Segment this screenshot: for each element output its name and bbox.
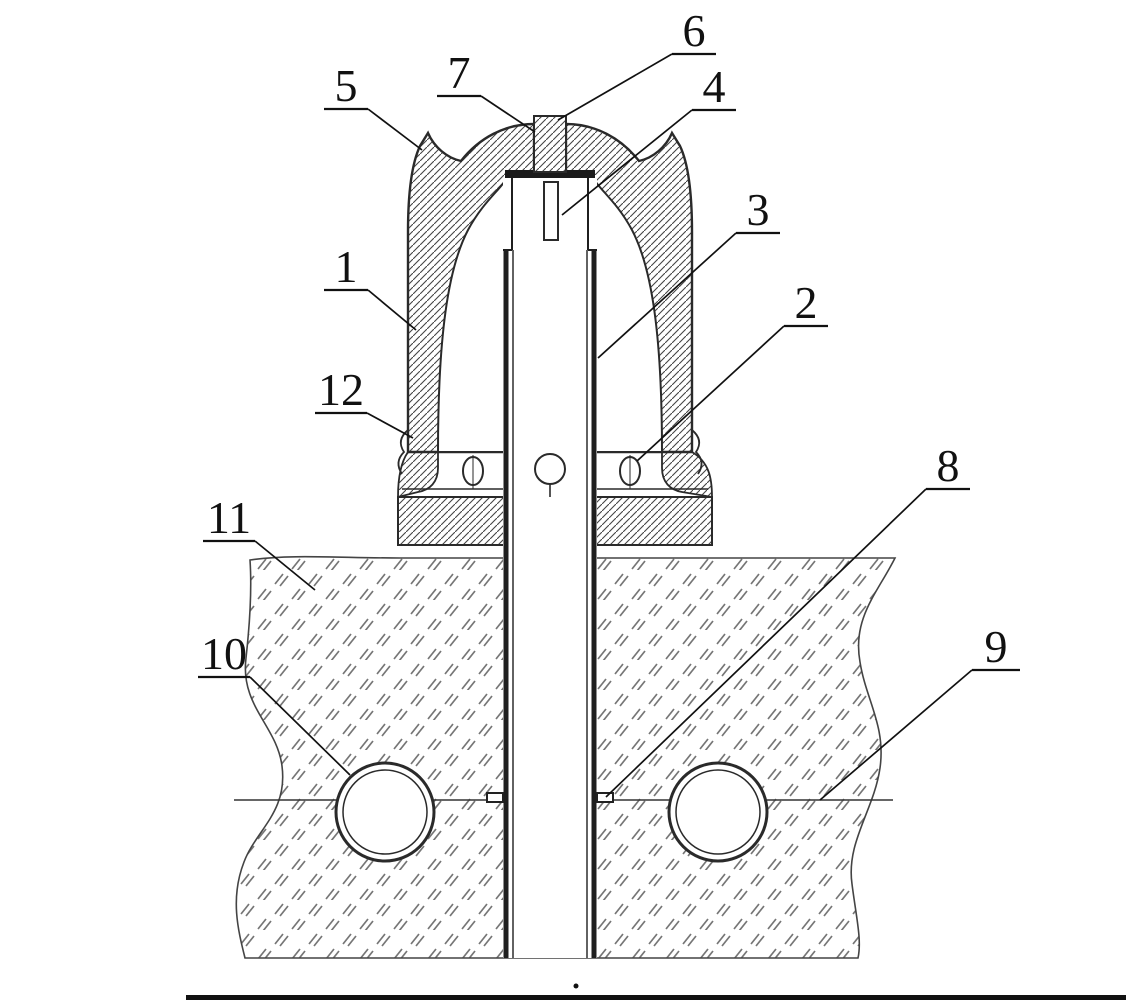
center-pipe [503, 178, 597, 958]
right-groove-notch [691, 429, 703, 475]
right-pipe-circle [667, 761, 769, 863]
callout-label-10: 10 [201, 628, 247, 679]
bottom-center-dot [573, 983, 579, 989]
callout-label-2: 2 [795, 277, 818, 328]
callout-label-7: 7 [448, 47, 471, 98]
pipe-interior [503, 178, 597, 958]
callout-label-6: 6 [683, 5, 706, 56]
callout-label-4: 4 [703, 61, 726, 112]
right-wing [661, 451, 713, 499]
callout-leaders [198, 52, 1020, 801]
callout-label-11: 11 [207, 492, 251, 543]
left-wing [397, 451, 439, 499]
top-pin [533, 115, 567, 173]
bottom-edge-strip [186, 995, 1126, 1000]
center-port-circle [534, 453, 566, 497]
cap-plate [505, 170, 595, 178]
callout-label-12: 12 [318, 364, 364, 415]
left-port-hole [462, 455, 484, 489]
left-pipe-circle [334, 761, 436, 863]
right-port-hole [619, 455, 641, 489]
callout-label-8: 8 [937, 440, 960, 491]
callout-label-1: 1 [335, 241, 358, 292]
callout-label-3: 3 [747, 184, 770, 235]
left-anchor-stop [486, 792, 504, 803]
callout-label-5: 5 [335, 60, 358, 111]
callout-label-9: 9 [985, 621, 1008, 672]
inner-slot [543, 181, 559, 241]
left-groove-notch [397, 429, 409, 475]
right-anchor-stop [596, 792, 614, 803]
